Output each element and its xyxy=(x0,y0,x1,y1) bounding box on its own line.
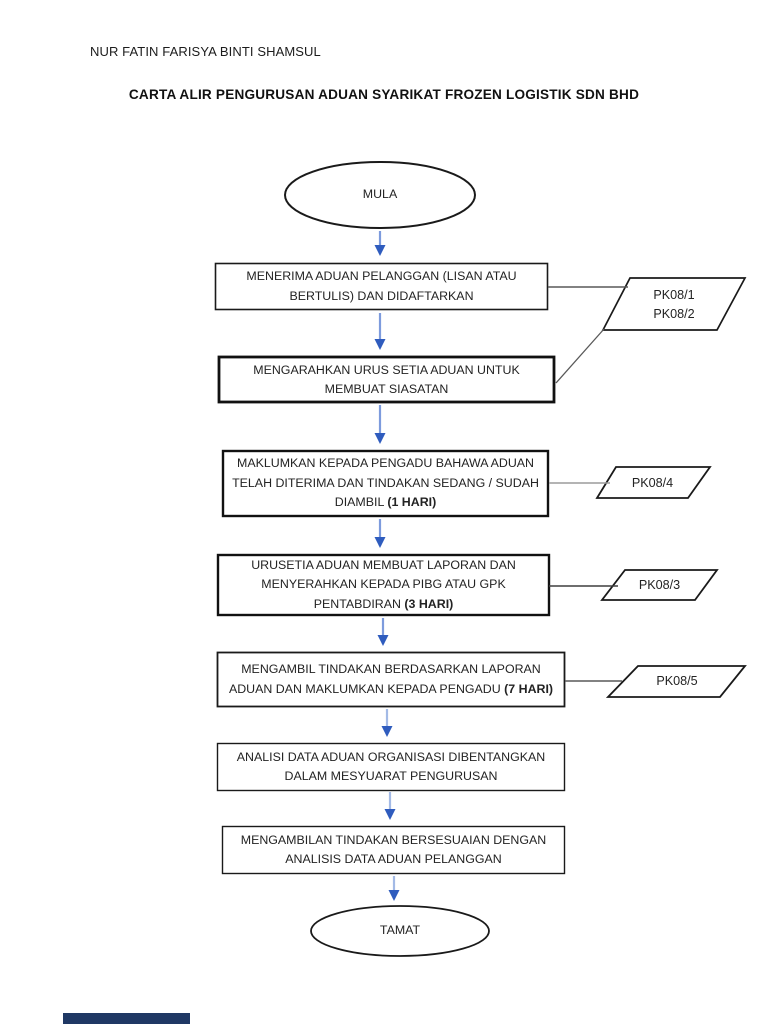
document-label-pk08-5: PK08/5 xyxy=(656,674,698,688)
process-step-3: MAKLUMKAN KEPADA PENGADU BAHAWA ADUAN TE… xyxy=(232,456,539,510)
document-label-pk08-4: PK08/4 xyxy=(631,475,674,490)
process-box-2 xyxy=(217,355,556,404)
process-box-5 xyxy=(216,651,566,708)
process-step-6: ANALISI DATA ADUAN ORGANISASI DIBENTANGK… xyxy=(236,749,546,784)
process-box-3 xyxy=(221,449,550,518)
author-name: NUR FATIN FARISYA BINTI SHAMSUL xyxy=(90,44,321,59)
start-terminator: MULA xyxy=(362,187,398,202)
document-shape-pk08-5 xyxy=(605,665,747,698)
document-shape-pk08-4 xyxy=(595,466,712,499)
process-box-1 xyxy=(214,262,549,311)
page-footer-bar xyxy=(63,1013,190,1024)
page-title: CARTA ALIR PENGURUSAN ADUAN SYARIKAT FRO… xyxy=(128,87,640,102)
process-box-4 xyxy=(216,553,551,617)
start-terminator-shape xyxy=(284,161,476,229)
document-label-pk08-3: PK08/3 xyxy=(638,577,681,592)
end-terminator-shape xyxy=(310,905,490,957)
process-box-6 xyxy=(216,742,566,792)
process-step-7: MENGAMBILAN TINDAKAN BERSESUAIAN DENGAN … xyxy=(240,832,547,867)
connector-doc1-box2 xyxy=(555,328,605,384)
process-box-7 xyxy=(221,825,566,875)
document-label-pk08-1-2: PK08/1 PK08/2 xyxy=(653,288,695,321)
document-shape-pk08-1-2 xyxy=(601,277,747,331)
process-step-5: MENGAMBIL TINDAKAN BERDASARKAN LAPORAN A… xyxy=(228,662,554,696)
process-step-4: URUSETIA ADUAN MEMBUAT LAPORAN DAN MENYE… xyxy=(251,557,516,611)
end-terminator: TAMAT xyxy=(379,923,421,938)
process-step-2: MENGARAHKAN URUS SETIA ADUAN UNTUK MEMBU… xyxy=(253,362,520,397)
process-step-1: MENERIMA ADUAN PELANGGAN (LISAN ATAU BER… xyxy=(246,269,517,303)
document-shape-pk08-3 xyxy=(600,569,719,601)
